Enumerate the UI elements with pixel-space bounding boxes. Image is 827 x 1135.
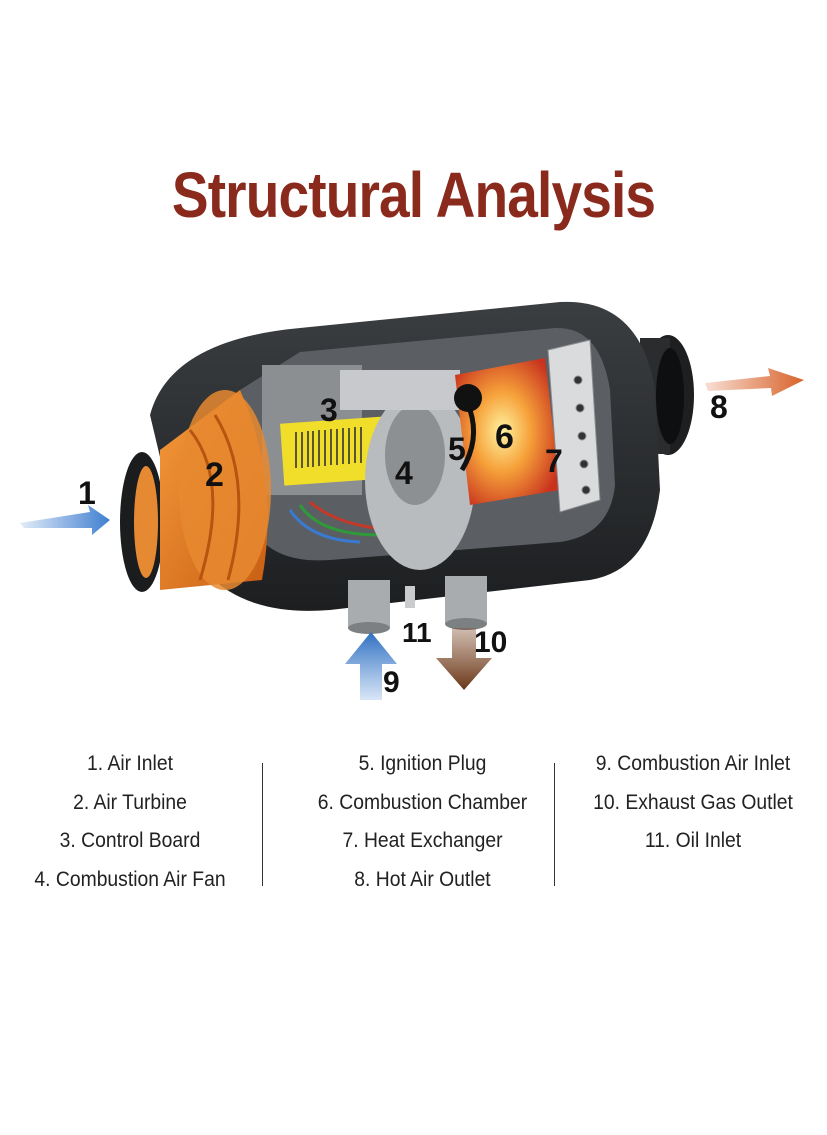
callout-11: 11 [402,617,432,648]
bottom-pipes [348,576,487,634]
legend-item: 11. Oil Inlet [644,829,742,853]
legend-divider [262,763,263,886]
heater-cutaway-diagram: 1 2 3 4 5 6 7 8 9 10 11 [20,301,804,700]
legend-item: 2. Air Turbine [73,790,187,814]
legend-item: 8. Hot Air Outlet [354,868,491,892]
legend-item: 5. Ignition Plug [358,752,487,775]
callout-8: 8 [710,389,728,425]
legend-item: 4. Combustion Air Fan [34,868,226,892]
combustion-chamber [454,358,560,505]
callout-9: 9 [383,666,400,699]
callout-2: 2 [205,456,224,494]
legend-item: 7. Heat Exchanger [342,829,503,853]
legend-item: 9. Combustion Air Inlet [595,752,791,775]
combustion-air-fan [340,370,475,570]
legend-item: 1. Air Inlet [87,752,173,775]
callout-6: 6 [495,418,514,456]
callout-5: 5 [448,431,466,467]
legend-item: 10. Exhaust Gas Outlet [593,790,793,814]
legend-column-3: 9. Combustion Air Inlet 10. Exhaust Gas … [578,745,808,861]
arrow-hot-air-outlet [705,368,804,396]
heat-exchanger [547,339,601,513]
legend-item: 6. Combustion Chamber [317,790,528,814]
legend: 1. Air Inlet 2. Air Turbine 3. Control B… [0,745,827,905]
legend-column-2: 5. Ignition Plug 6. Combustion Chamber 7… [301,745,545,900]
page-title: Structural Analysis [171,159,656,231]
air-inlet-pipe [120,452,164,592]
callout-4: 4 [395,455,413,491]
arrow-air-inlet [20,505,110,535]
callout-10: 10 [474,626,507,659]
air-turbine [160,390,271,590]
legend-item: 3. Control Board [59,829,201,853]
arrow-combustion-air-inlet [345,632,397,700]
callout-3: 3 [320,392,338,428]
arrow-exhaust-gas-outlet [436,628,492,690]
callout-7: 7 [545,443,563,479]
callout-1: 1 [78,475,96,511]
legend-column-1: 1. Air Inlet 2. Air Turbine 3. Control B… [20,745,241,900]
legend-divider [554,763,555,886]
